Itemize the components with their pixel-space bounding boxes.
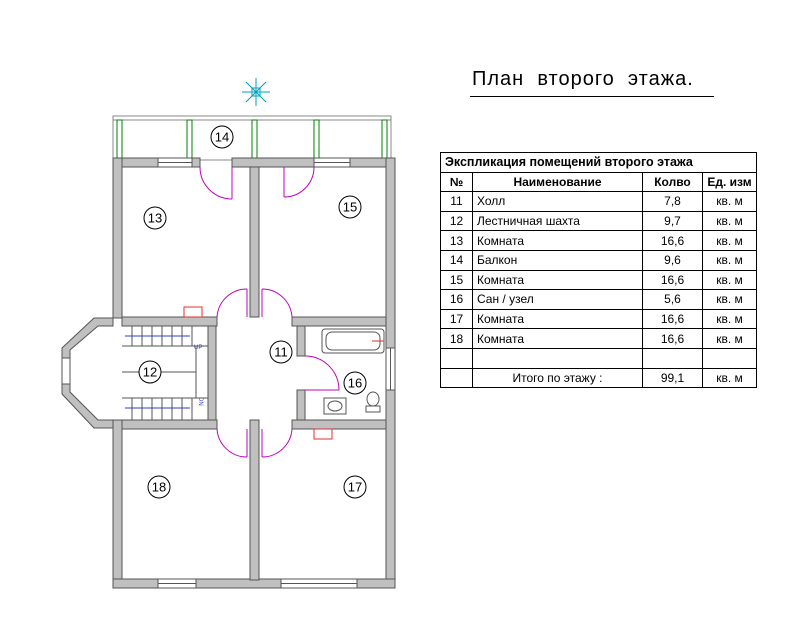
- cell-name: Балкон: [472, 249, 643, 271]
- table-row: 11 Холл 7,8 кв. м: [440, 191, 758, 212]
- cell-unit: кв. м: [701, 191, 758, 212]
- table-row: 12 Лестничная шахта 9,7 кв. м: [440, 210, 758, 232]
- cell-name: Лестничная шахта: [472, 210, 643, 232]
- doors: [199, 166, 340, 458]
- cell-number: 13: [440, 230, 473, 251]
- cell-number: 17: [440, 308, 473, 330]
- table-row: 18 Комната 16,6 кв. м: [440, 328, 758, 349]
- room-label-11: 11: [274, 345, 288, 360]
- cell-name: Холл: [472, 191, 643, 212]
- table-row: 15 Комната 16,6 кв. м: [440, 269, 758, 291]
- cell-unit: кв. м: [701, 269, 758, 291]
- cell-number: 11: [440, 191, 473, 212]
- floor-plan: UP DN 14 13 15 11 12 16 18 17: [61, 78, 396, 589]
- header-unit: Ед. изм: [701, 171, 758, 193]
- cell-number: 12: [440, 210, 473, 232]
- cell-quantity: 9,7: [642, 210, 703, 232]
- table-row: 14 Балкон 9,6 кв. м: [440, 249, 758, 271]
- room-label-16: 16: [348, 376, 362, 391]
- cell-number: 16: [440, 289, 473, 310]
- title-underline: [470, 96, 714, 97]
- room-label-17: 17: [348, 480, 362, 495]
- table-caption: Экспликация помещений второго этажа: [439, 152, 758, 173]
- staircase: [122, 326, 208, 420]
- room-marker-18: [147, 475, 171, 499]
- table-row: 16 Сан / узел 5,6 кв. м: [440, 289, 758, 310]
- bathroom-fixtures: [183, 306, 385, 440]
- cell-quantity: 16,6: [642, 328, 703, 349]
- cell-name: Комната: [472, 328, 643, 349]
- cell-unit: кв. м: [701, 230, 758, 251]
- room-schedule-table: Экспликация помещений второго этажа № На…: [439, 152, 758, 389]
- cell-unit: кв. м: [701, 289, 758, 310]
- room-marker-14: [210, 125, 234, 149]
- cell-quantity: 5,6: [642, 289, 703, 310]
- table-total-row: Итого по этажу : 99,1 кв. м: [440, 367, 758, 389]
- room-marker-13: [143, 206, 167, 230]
- table-header-row: № Наименование Колво Ед. изм: [440, 171, 758, 193]
- stair-up-label: UP: [194, 345, 202, 351]
- header-quantity: Колво: [642, 171, 703, 193]
- cell-unit: кв. м: [701, 210, 758, 232]
- cell-unit: кв. м: [701, 328, 758, 349]
- room-label-12: 12: [143, 365, 157, 380]
- room-marker-17: [343, 475, 367, 499]
- room-marker-15: [338, 195, 362, 219]
- cell-number: 18: [440, 328, 473, 349]
- cell-quantity: 9,6: [642, 249, 703, 271]
- total-unit: кв. м: [701, 367, 758, 389]
- header-number: №: [440, 171, 473, 193]
- cell-name: Комната: [472, 308, 643, 330]
- stair-down-label: DN: [197, 397, 203, 406]
- cell-name: Сан / узел: [472, 289, 643, 310]
- room-marker-12: [138, 360, 162, 384]
- table-empty-row: [440, 347, 758, 369]
- cell-quantity: 16,6: [642, 308, 703, 330]
- page-title: План второго этажа.: [472, 68, 694, 90]
- cell-quantity: 16,6: [642, 230, 703, 251]
- room-markers: [138, 125, 367, 499]
- header-name: Наименование: [472, 171, 643, 193]
- room-label-15: 15: [343, 200, 357, 215]
- cell-name: Комната: [472, 230, 643, 251]
- table-row: 13 Комната 16,6 кв. м: [440, 230, 758, 251]
- room-label-18: 18: [152, 480, 166, 495]
- origin-marker-icon: [242, 78, 270, 106]
- room-marker-16: [343, 371, 367, 395]
- cell-quantity: 7,8: [642, 191, 703, 212]
- cell-number: 15: [440, 269, 473, 291]
- cell-unit: кв. м: [701, 249, 758, 271]
- windows: [61, 157, 396, 589]
- cell-unit: кв. м: [701, 308, 758, 330]
- walls: [61, 157, 396, 589]
- toilet-icon: [365, 405, 381, 413]
- cell-quantity: 16,6: [642, 269, 703, 291]
- room-label-13: 13: [148, 211, 162, 226]
- room-marker-11: [269, 340, 293, 364]
- total-value: 99,1: [642, 367, 703, 389]
- total-label: Итого по этажу :: [472, 367, 643, 389]
- table-row: 17 Комната 16,6 кв. м: [440, 308, 758, 330]
- cell-number: 14: [440, 249, 473, 271]
- balcony-railing: [112, 115, 392, 161]
- cell-name: Комната: [472, 269, 643, 291]
- room-label-14: 14: [215, 130, 229, 145]
